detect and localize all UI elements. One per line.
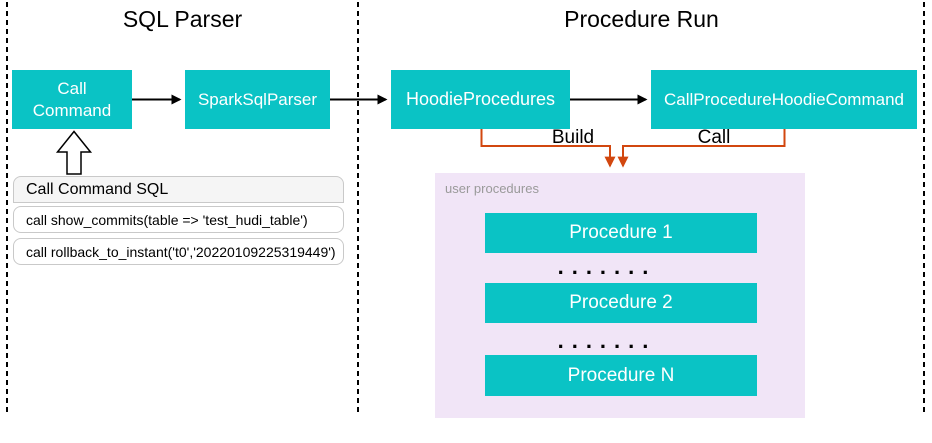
- procedure-2-box: Procedure 2: [485, 283, 757, 323]
- procedure-2-label: Procedure 2: [569, 292, 673, 313]
- edge-label-build: Build: [551, 127, 595, 148]
- node-hoodie-procedures: HoodieProcedures: [391, 70, 570, 129]
- sql-row-rollback-text: call rollback_to_instant('t0','202201092…: [26, 243, 336, 260]
- ellipsis-dots: .......: [557, 328, 657, 353]
- procedure-1-label: Procedure 1: [569, 222, 673, 243]
- dashed-border-right: [923, 2, 925, 415]
- sql-panel-header-label: Call Command SQL: [26, 180, 169, 198]
- edge-label-call: Call: [697, 127, 731, 148]
- sql-row-rollback: call rollback_to_instant('t0','202201092…: [13, 238, 344, 265]
- node-hoodie-procedures-label: HoodieProcedures: [405, 89, 556, 110]
- procedure-1-box: Procedure 1: [485, 213, 757, 253]
- dashed-border-left: [6, 2, 8, 415]
- section-title-sql-parser: SQL Parser: [122, 6, 243, 32]
- ellipsis-dots: .......: [557, 254, 657, 279]
- node-call-procedure-hoodie-command: CallProcedureHoodieCommand: [651, 70, 917, 129]
- node-spark-sql-parser: SparkSqlParser: [185, 70, 330, 129]
- node-call-command: Call Command: [12, 70, 132, 129]
- user-procedures-panel: user procedures Procedure 1 ....... Proc…: [435, 173, 805, 418]
- procedure-n-box: Procedure N: [485, 355, 757, 396]
- user-procedures-label: user procedures: [445, 181, 539, 196]
- node-call-command-label: Call Command: [32, 79, 112, 120]
- node-spark-sql-parser-label: SparkSqlParser: [197, 89, 318, 109]
- sql-panel-header: Call Command SQL: [13, 176, 344, 203]
- sql-row-show-commits: call show_commits(table => 'test_hudi_ta…: [13, 206, 344, 233]
- dashed-border-middle: [357, 2, 359, 415]
- procedure-n-label: Procedure N: [567, 364, 675, 386]
- hollow-up-arrow-icon: [55, 130, 93, 175]
- sql-row-show-commits-text: call show_commits(table => 'test_hudi_ta…: [26, 211, 308, 228]
- node-call-procedure-hoodie-command-label: CallProcedureHoodieCommand: [663, 89, 904, 109]
- section-title-procedure-run: Procedure Run: [564, 6, 719, 32]
